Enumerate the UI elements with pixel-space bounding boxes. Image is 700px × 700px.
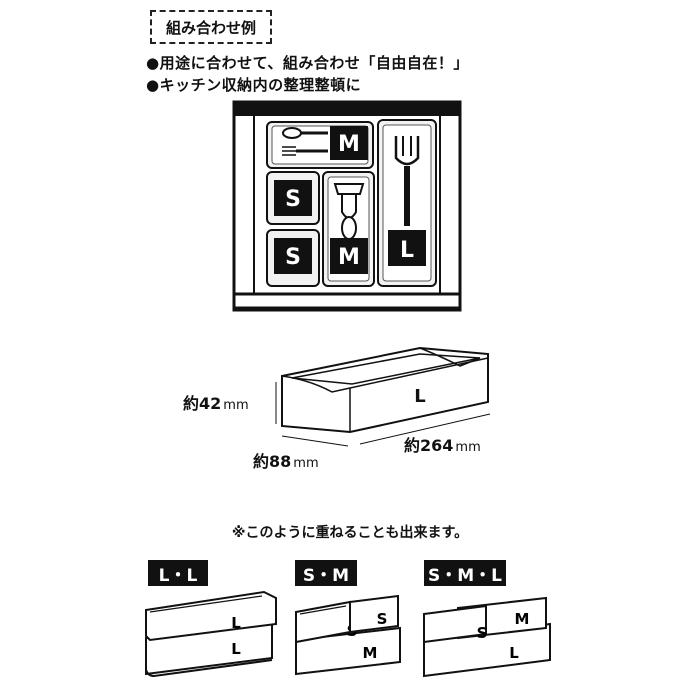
tray-label-m-top: M [338,132,360,157]
spoon-icon [282,127,328,139]
stack-s-m-label-s2: S [377,610,388,628]
tray-label-m-middle: M [338,245,360,270]
stack-l-l-label-bottom: L [231,640,241,658]
stack-s-m: M S S [295,594,401,676]
tray-label-l: L [400,238,414,263]
stack-s-m-l-label-s: S [477,624,488,642]
box-dimension-diagram: L [275,346,491,447]
fork-icon [394,136,420,226]
tray-label-s-2: S [285,245,301,270]
tray-label-s-1: S [285,187,301,212]
stack-s-m-l: L M S [423,596,551,678]
stack-l-l: L L [145,590,277,678]
tray-m-top: M [266,121,374,169]
tray-l: L [377,119,437,287]
stack-note: ※このように重ねることも出来ます。 [231,525,469,541]
badge-s-m-l: S・M・L [424,560,506,586]
tray-s-2: S [266,229,320,287]
drawer-illustration: M L S S M [232,100,462,312]
section-title: 組み合わせ例 [150,10,272,44]
bullet-combination: ●用途に合わせて、組み合わせ「自由自在！」 [146,54,469,72]
bullet-kitchen: ●キッチン収納内の整理整頓に [146,76,362,94]
stack-l-l-label-top: L [231,614,241,632]
badge-l-l: L・L [148,560,208,586]
stack-s-m-l-label-l: L [509,644,519,662]
fork-icon [282,146,328,156]
badge-s-m: S・M [295,560,357,586]
stack-s-m-l-label-m: M [515,610,530,628]
box-label-l: L [414,386,425,407]
tray-m-middle: M [322,171,375,287]
tray-s-1: S [266,171,320,225]
stack-s-m-label-m: M [363,644,378,662]
